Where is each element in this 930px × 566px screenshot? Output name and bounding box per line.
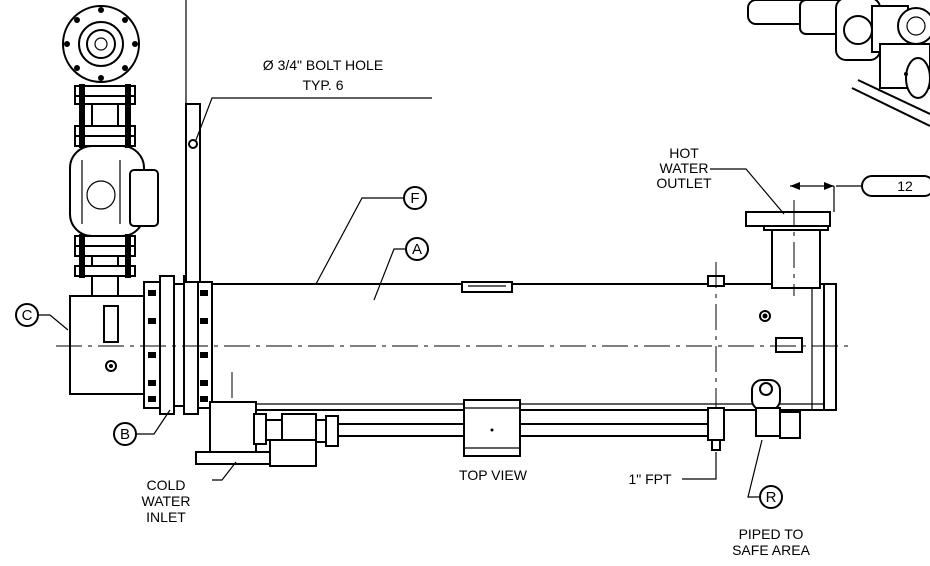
head-box: [69, 295, 145, 395]
hot-water-label-2: WATER: [660, 160, 709, 176]
piped-label-2: SAFE AREA: [732, 542, 810, 558]
dimension-value: 12: [897, 178, 913, 194]
dimension-tag: 12: [861, 175, 930, 197]
callout-b: B: [113, 422, 137, 446]
piped-label-1: PIPED TO: [739, 526, 804, 542]
callout-c: C: [15, 303, 39, 327]
svg-text:B: B: [120, 426, 130, 443]
upper-right-assembly: [747, 0, 930, 127]
callout-r: R: [759, 485, 783, 509]
bolt-hole-note: Ø 3/4" BOLT HOLE: [263, 57, 383, 73]
svg-text:F: F: [410, 190, 419, 207]
svg-text:A: A: [412, 241, 422, 258]
callout-a: A: [405, 237, 429, 261]
hot-water-label-1: HOT: [669, 145, 699, 161]
bottom-piping: [195, 379, 801, 467]
bolt-hole-typ: TYP. 6: [303, 77, 344, 93]
valve-assembly: [62, 0, 187, 297]
callout-f: F: [403, 186, 427, 210]
hot-water-nozzle: [745, 200, 831, 296]
cold-water-label-2: WATER: [142, 493, 191, 509]
vessel-shell: [211, 275, 837, 411]
cold-water-label-3: INLET: [146, 509, 186, 525]
svg-text:R: R: [766, 489, 777, 506]
flange-stack: [143, 103, 213, 415]
hot-water-label-3: OUTLET: [656, 175, 712, 191]
fpt-label: 1" FPT: [628, 471, 672, 487]
svg-text:C: C: [22, 307, 33, 324]
view-title: TOP VIEW: [459, 467, 528, 483]
leader-lines: [38, 97, 862, 498]
cold-water-label-1: COLD: [147, 477, 186, 493]
